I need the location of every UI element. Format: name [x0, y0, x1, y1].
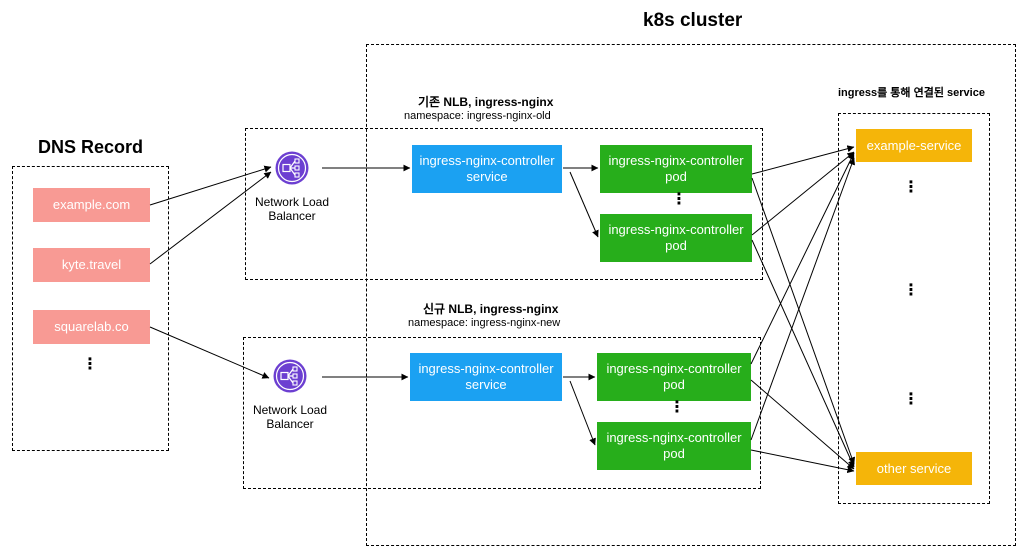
- nlb-new-label-text: Network Load Balancer: [252, 403, 328, 431]
- nlb-new-controller-service-text: ingress-nginx-controller service: [418, 361, 554, 392]
- nlb-old-group: [245, 128, 763, 280]
- nlb-new-label: Network Load Balancer: [235, 403, 345, 431]
- k8s-cluster-boundary: [366, 44, 1016, 546]
- arrow-old-pod1-to-other: [751, 177, 856, 465]
- arrow-new-pod2-to-other: [750, 449, 855, 474]
- network-load-balancer-icon: [272, 358, 308, 394]
- network-load-balancer-icon: [274, 150, 310, 186]
- nlb-old-controller-pod-2-text: ingress-nginx-controller pod: [608, 222, 744, 253]
- nlb-old-controller-pod-1-text: ingress-nginx-controller pod: [608, 153, 744, 184]
- dns-record-title: DNS Record: [38, 137, 144, 157]
- nlb-old-controller-service: ingress-nginx-controller service: [412, 145, 562, 193]
- other-service-box: other service: [856, 452, 972, 485]
- dns-record-group: [12, 166, 169, 451]
- k8s-cluster-title: k8s cluster: [643, 10, 743, 31]
- arrow-old-pod2-to-other: [751, 239, 855, 468]
- nlb-new-controller-service: ingress-nginx-controller service: [410, 353, 562, 401]
- nlb-old-controller-pod-2: ingress-nginx-controller pod: [600, 214, 752, 262]
- arrow-old-service-to-pod2: [569, 171, 599, 238]
- arrow-old-pod2-to-example: [751, 151, 855, 236]
- dns-record-example: example.com: [33, 188, 150, 222]
- nlb-new-controller-pod-2-text: ingress-nginx-controller pod: [606, 430, 742, 461]
- arrow-new-pod1-to-example: [750, 152, 855, 365]
- arrow-kyte-to-nlb-old: [149, 171, 272, 265]
- dns-record-squarelab: squarelab.co: [33, 310, 150, 344]
- services-title: ingress를 통해 연결된 service: [838, 87, 985, 99]
- arrow-new-service-to-pod2: [569, 380, 596, 446]
- nlb-new-namespace: namespace: ingress-nginx-new: [408, 317, 561, 329]
- nlb-old-label-text: Network Load Balancer: [254, 195, 330, 223]
- nlb-new-controller-pod-2: ingress-nginx-controller pod: [597, 422, 751, 470]
- arrow-new-pod1-to-other: [750, 379, 855, 470]
- nlb-old-controller-pod-1: ingress-nginx-controller pod: [600, 145, 752, 193]
- dns-record-kyte: kyte.travel: [33, 248, 150, 282]
- nlb-old-label: Network Load Balancer: [237, 195, 347, 223]
- nlb-old-controller-service-text: ingress-nginx-controller service: [419, 153, 555, 184]
- services-group: [838, 113, 990, 504]
- arrow-old-pod1-to-example: [751, 145, 855, 175]
- example-service-box: example-service: [856, 129, 972, 162]
- nlb-new-controller-pod-1: ingress-nginx-controller pod: [597, 353, 751, 401]
- arrow-squarelab-to-nlb-new: [149, 326, 270, 379]
- arrow-new-pod2-to-example: [750, 157, 856, 441]
- nlb-old-namespace: namespace: ingress-nginx-old: [404, 110, 551, 122]
- nlb-new-controller-pod-1-text: ingress-nginx-controller pod: [606, 361, 742, 392]
- nlb-old-title: 기존 NLB, ingress-nginx: [418, 95, 554, 109]
- nlb-new-title: 신규 NLB, ingress-nginx: [423, 302, 559, 316]
- arrow-example-to-nlb-old: [149, 165, 272, 206]
